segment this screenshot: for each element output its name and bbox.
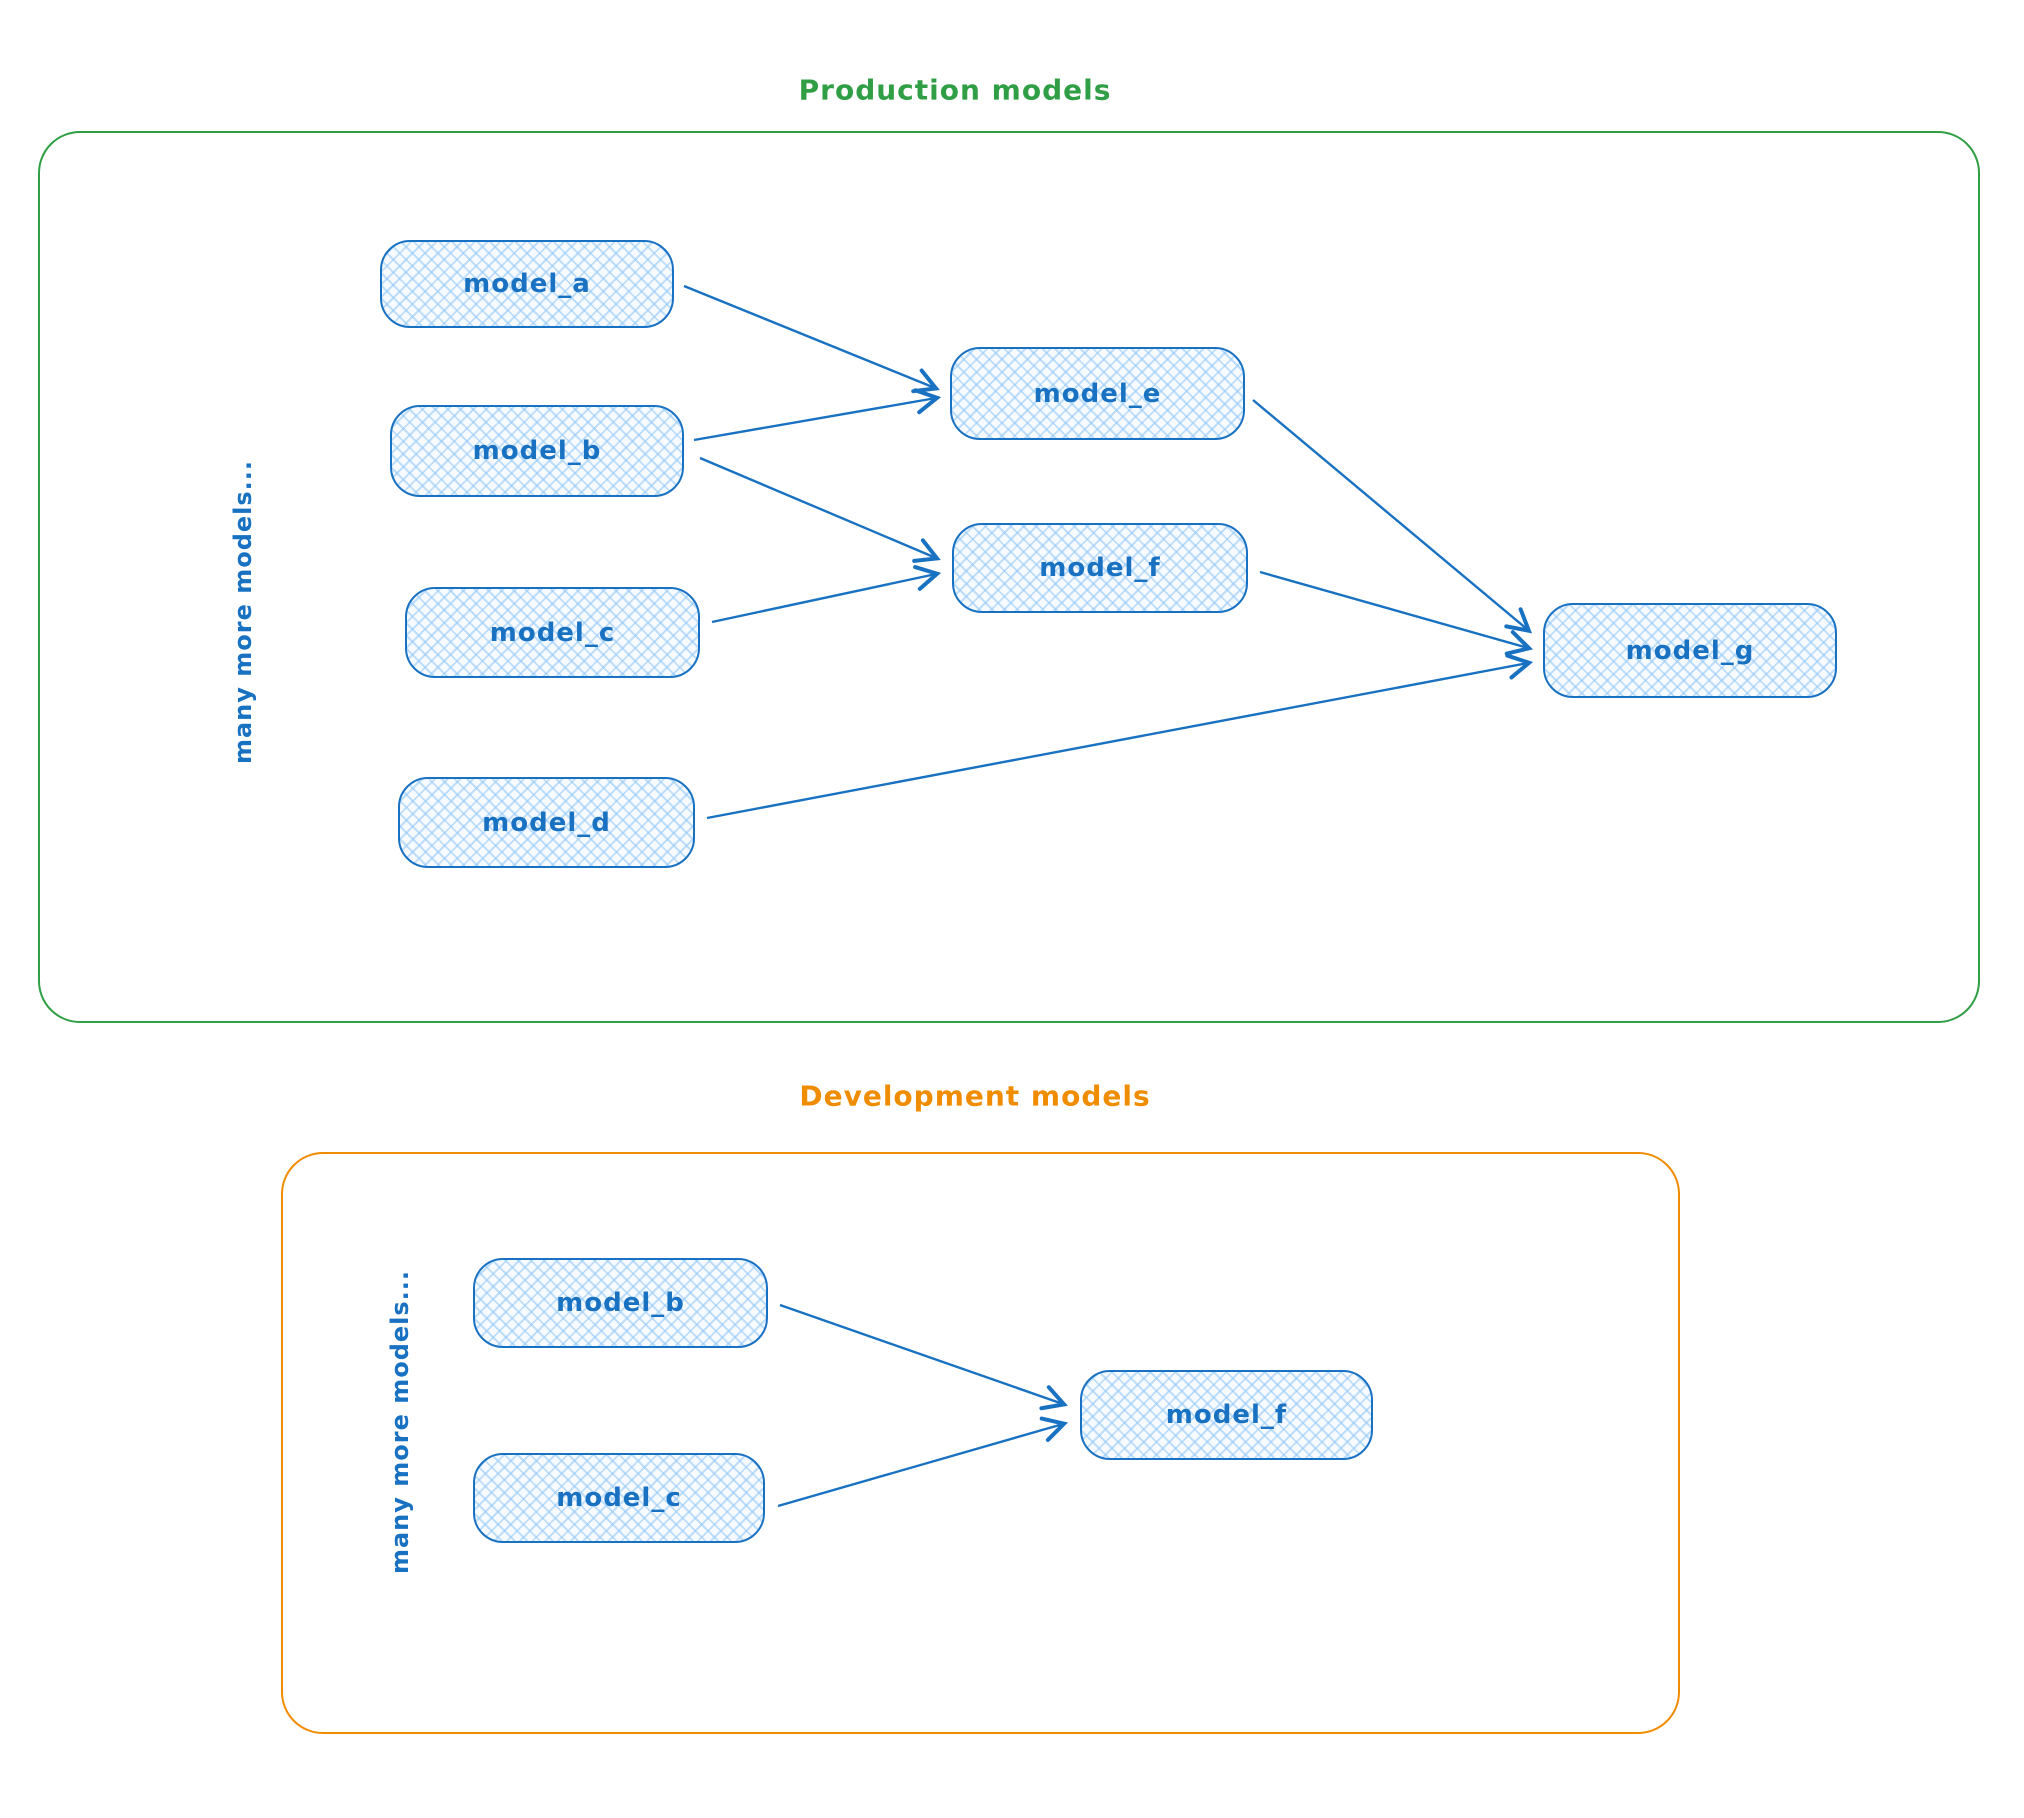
development-frame[interactable] (281, 1152, 1680, 1734)
node-production-model-b[interactable]: model_b (390, 405, 684, 497)
production-frame[interactable] (38, 131, 1980, 1023)
development-side-label: many more models... (386, 1269, 414, 1575)
arrow-dev-model-c-to-model-f[interactable] (777, 1416, 1069, 1508)
arrow-model-b-to-model-e[interactable] (693, 388, 942, 442)
arrow-model-a-to-model-e[interactable] (683, 284, 940, 394)
production-side-label: many more models... (229, 459, 257, 765)
arrow-model-c-to-model-f[interactable] (711, 565, 942, 624)
node-development-model-f[interactable]: model_f (1080, 1370, 1373, 1460)
node-development-model-b[interactable]: model_b (473, 1258, 768, 1348)
node-production-model-d[interactable]: model_d (398, 777, 695, 868)
node-production-model-c[interactable]: model_c (405, 587, 700, 678)
node-development-model-c[interactable]: model_c (473, 1453, 765, 1543)
node-label: model_b (556, 1288, 685, 1318)
node-production-model-f[interactable]: model_f (952, 523, 1248, 613)
development-title: Development models (799, 1079, 1151, 1113)
arrow-model-b-to-model-f[interactable] (699, 456, 941, 563)
node-label: model_f (1039, 553, 1161, 583)
node-label: model_c (556, 1483, 682, 1513)
arrow-model-d-to-model-g[interactable] (706, 653, 1534, 820)
node-label: model_e (1033, 378, 1162, 409)
node-label: model_a (463, 269, 591, 299)
node-production-model-e[interactable]: model_e (950, 347, 1245, 440)
node-production-model-a[interactable]: model_a (380, 240, 674, 328)
node-label: model_b (472, 436, 602, 466)
node-label: model_d (482, 807, 611, 838)
arrow-model-e-to-model-g[interactable] (1252, 399, 1533, 634)
arrow-model-f-to-model-g[interactable] (1259, 570, 1534, 656)
node-production-model-g[interactable]: model_g (1543, 603, 1837, 698)
arrow-dev-model-b-to-model-f[interactable] (779, 1303, 1068, 1411)
node-label: model_g (1625, 635, 1755, 666)
production-title: Production models (798, 73, 1112, 107)
node-label: model_c (489, 617, 616, 648)
node-label: model_f (1165, 1400, 1288, 1430)
